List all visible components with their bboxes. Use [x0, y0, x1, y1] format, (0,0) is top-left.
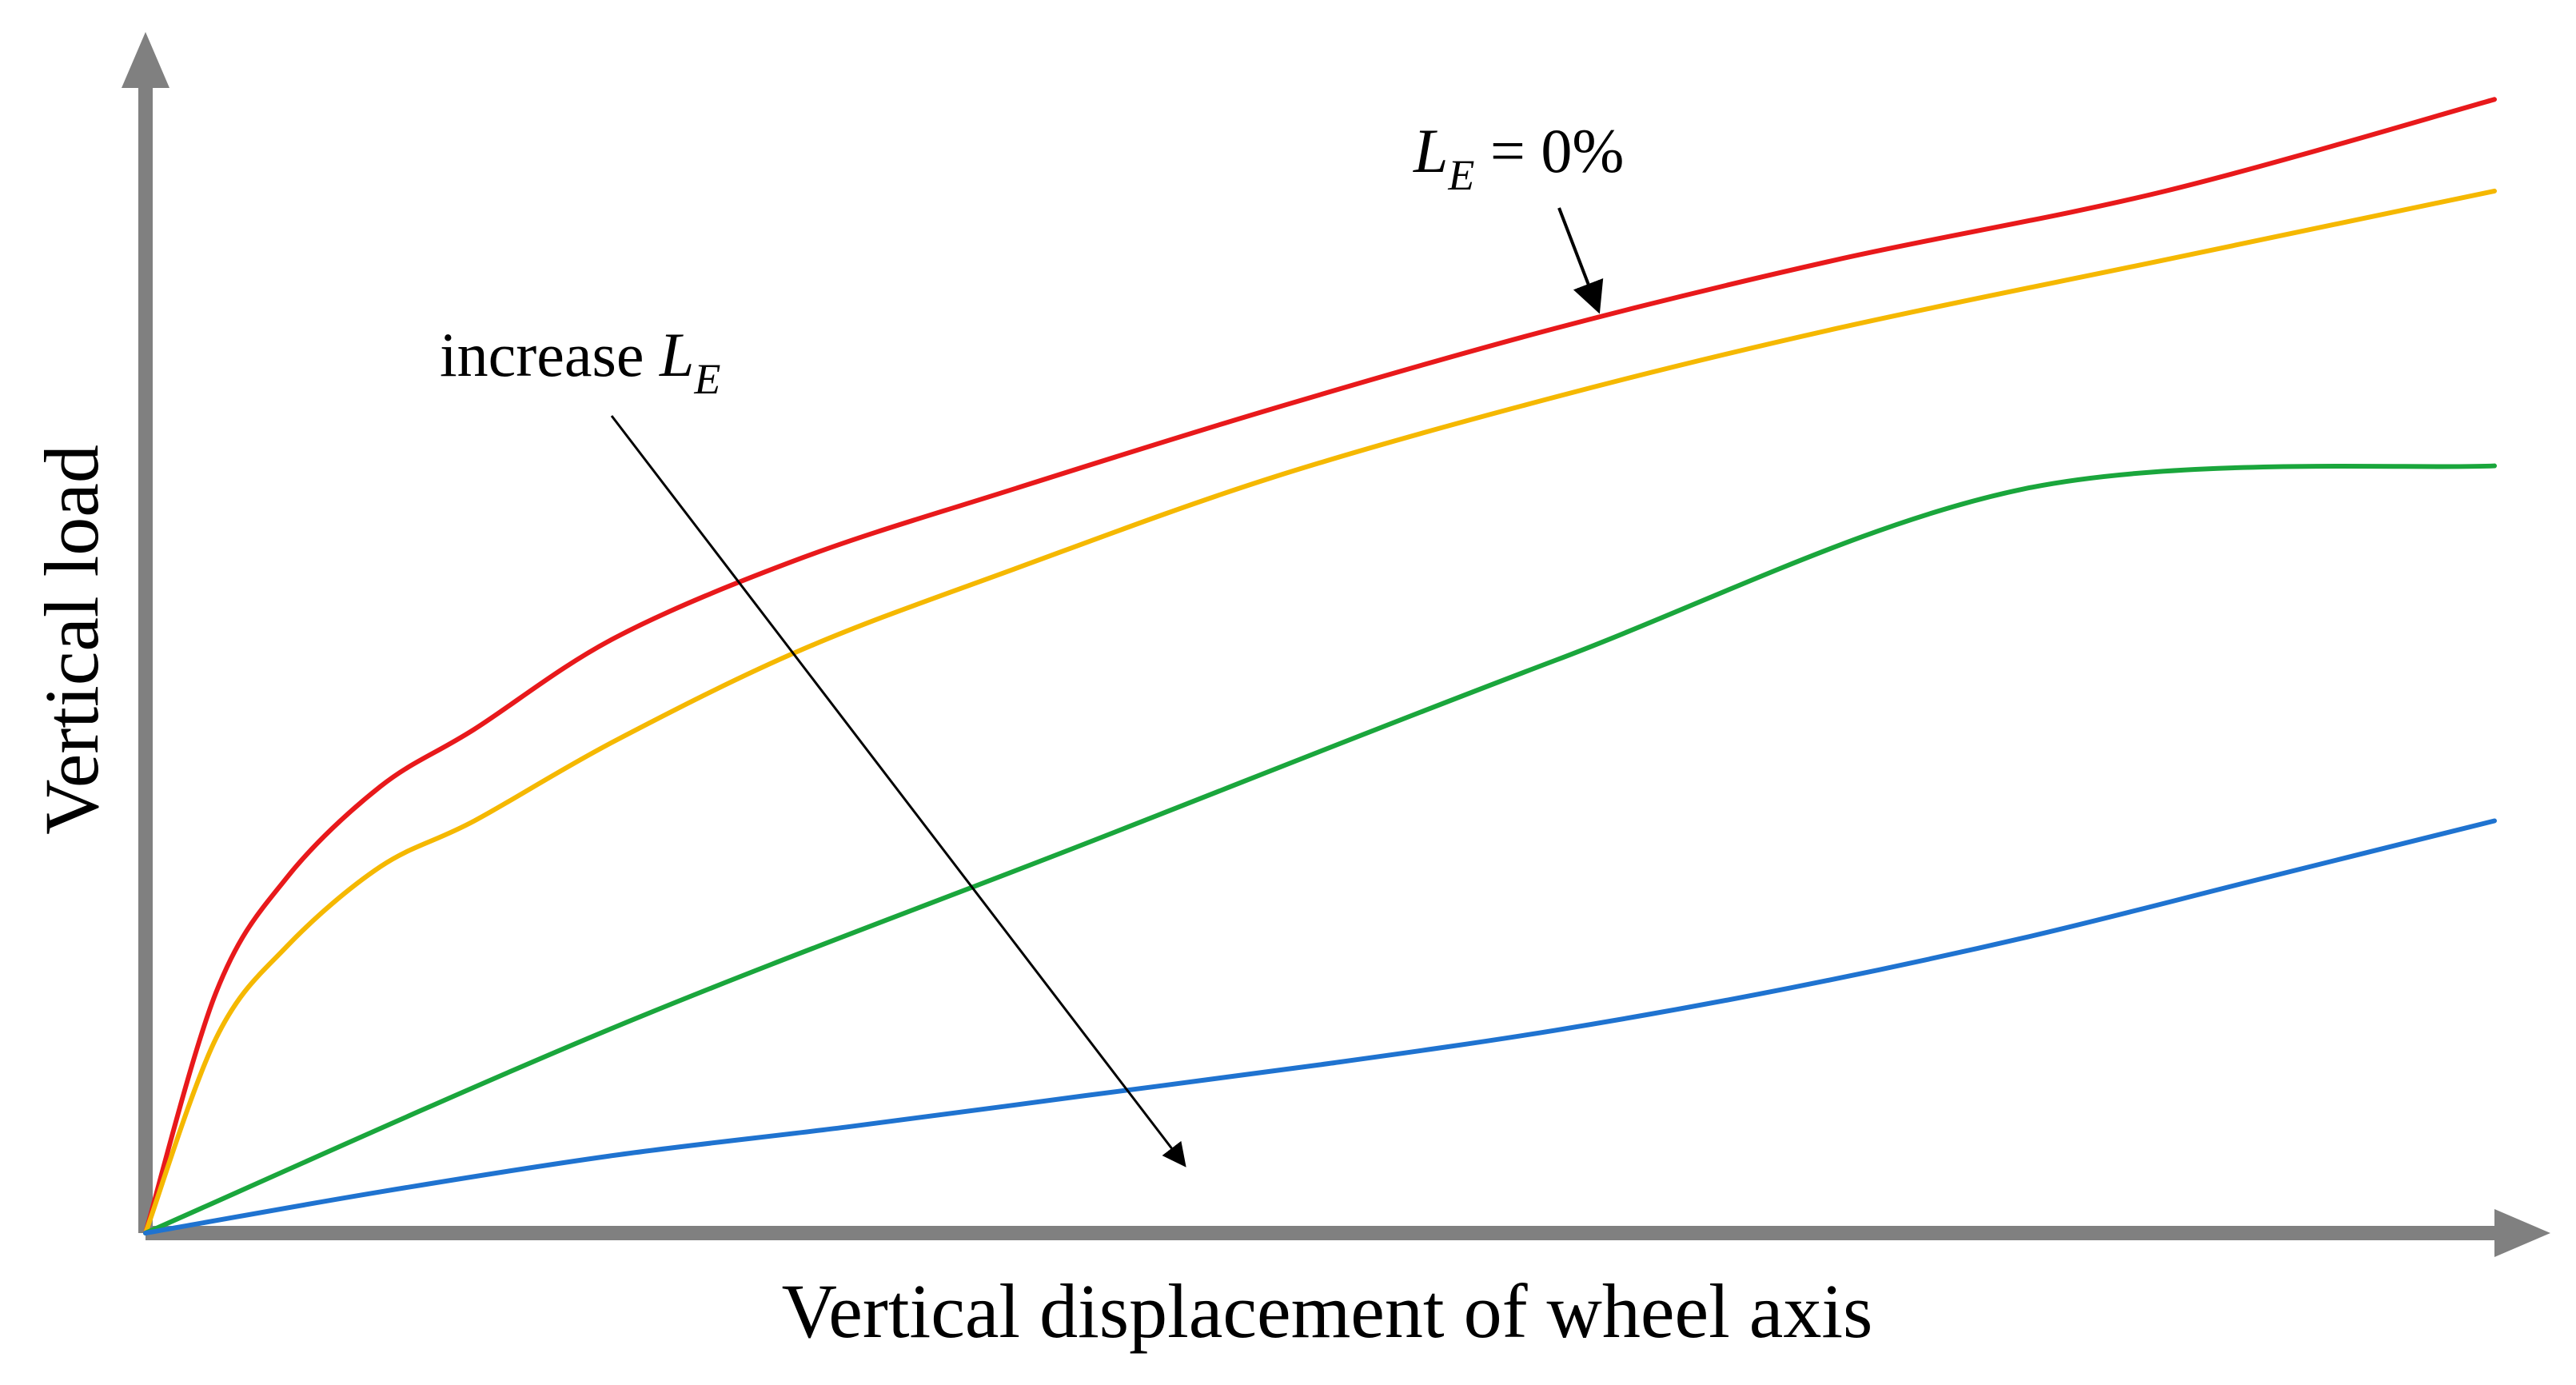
- y-axis-arrowhead: [122, 32, 169, 88]
- annotation-zero: LE = 0%: [1413, 116, 1624, 314]
- series-line-0: [143, 97, 2497, 1235]
- annotation-zero-arrow: [1557, 207, 1604, 314]
- series-line-1: [143, 188, 2497, 1235]
- x-axis-title: Vertical displacement of wheel axis: [782, 1268, 1873, 1354]
- series-line-3: [143, 818, 2497, 1235]
- series-line-2: [143, 463, 2497, 1235]
- series-group: [143, 97, 2497, 1235]
- x-axis-arrowhead: [2494, 1209, 2550, 1257]
- annotation-increase: increase LE: [440, 320, 1186, 1167]
- annotation-zero-label: LE = 0%: [1413, 116, 1624, 199]
- annotation-increase-label: increase LE: [440, 320, 720, 403]
- annotation-increase-arrow: [610, 415, 1186, 1167]
- y-axis-title: Vertical load: [29, 445, 114, 835]
